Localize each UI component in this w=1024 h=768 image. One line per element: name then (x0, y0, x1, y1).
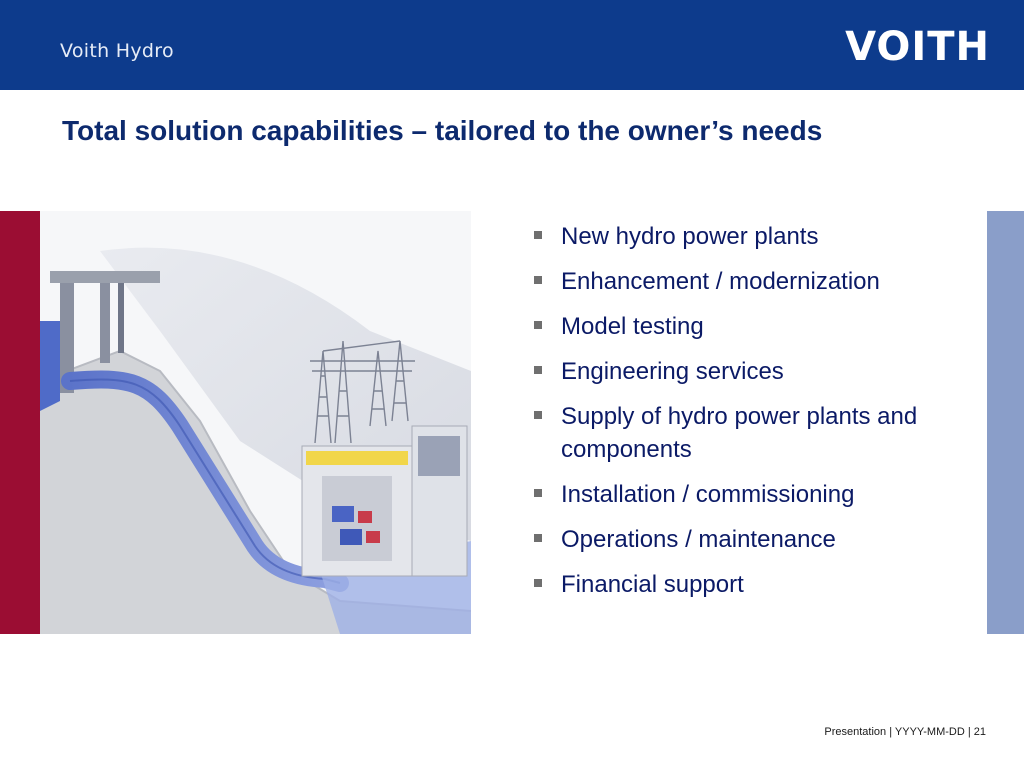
list-item: Supply of hydro power plants and compone… (532, 400, 972, 466)
right-accent-band (987, 211, 1024, 634)
header-bar: Voith Hydro VOITH (0, 0, 1024, 90)
list-item-label: Supply of hydro power plants and compone… (561, 403, 918, 463)
voith-logo: VOITH (845, 24, 990, 70)
square-bullet-icon (534, 579, 542, 587)
square-bullet-icon (534, 231, 542, 239)
hydro-plant-illustration (40, 211, 471, 634)
left-accent-band (0, 211, 40, 634)
list-item-label: Installation / commissioning (561, 481, 855, 508)
list-item-label: Engineering services (561, 358, 784, 385)
list-item-label: Operations / maintenance (561, 526, 836, 553)
list-item-label: New hydro power plants (561, 223, 819, 250)
square-bullet-icon (534, 489, 542, 497)
slide-title: Total solution capabilities – tailored t… (62, 115, 823, 146)
brand-name: Voith Hydro (60, 40, 174, 62)
square-bullet-icon (534, 534, 542, 542)
square-bullet-icon (534, 411, 542, 419)
list-item: Operations / maintenance (532, 523, 972, 556)
square-bullet-icon (534, 366, 542, 374)
list-item-label: Financial support (561, 571, 744, 598)
list-item: Installation / commissioning (532, 478, 972, 511)
square-bullet-icon (534, 276, 542, 284)
list-item: New hydro power plants (532, 220, 972, 253)
square-bullet-icon (534, 321, 542, 329)
list-item: Financial support (532, 568, 972, 601)
list-item: Enhancement / modernization (532, 265, 972, 298)
hydro-plant-cutaway-drawing (40, 211, 471, 634)
list-item-label: Enhancement / modernization (561, 268, 880, 295)
capabilities-list: New hydro power plants Enhancement / mod… (532, 220, 972, 613)
list-item: Engineering services (532, 355, 972, 388)
list-item-label: Model testing (561, 313, 704, 340)
list-item: Model testing (532, 310, 972, 343)
slide-footer: Presentation | YYYY-MM-DD | 21 (824, 726, 986, 738)
